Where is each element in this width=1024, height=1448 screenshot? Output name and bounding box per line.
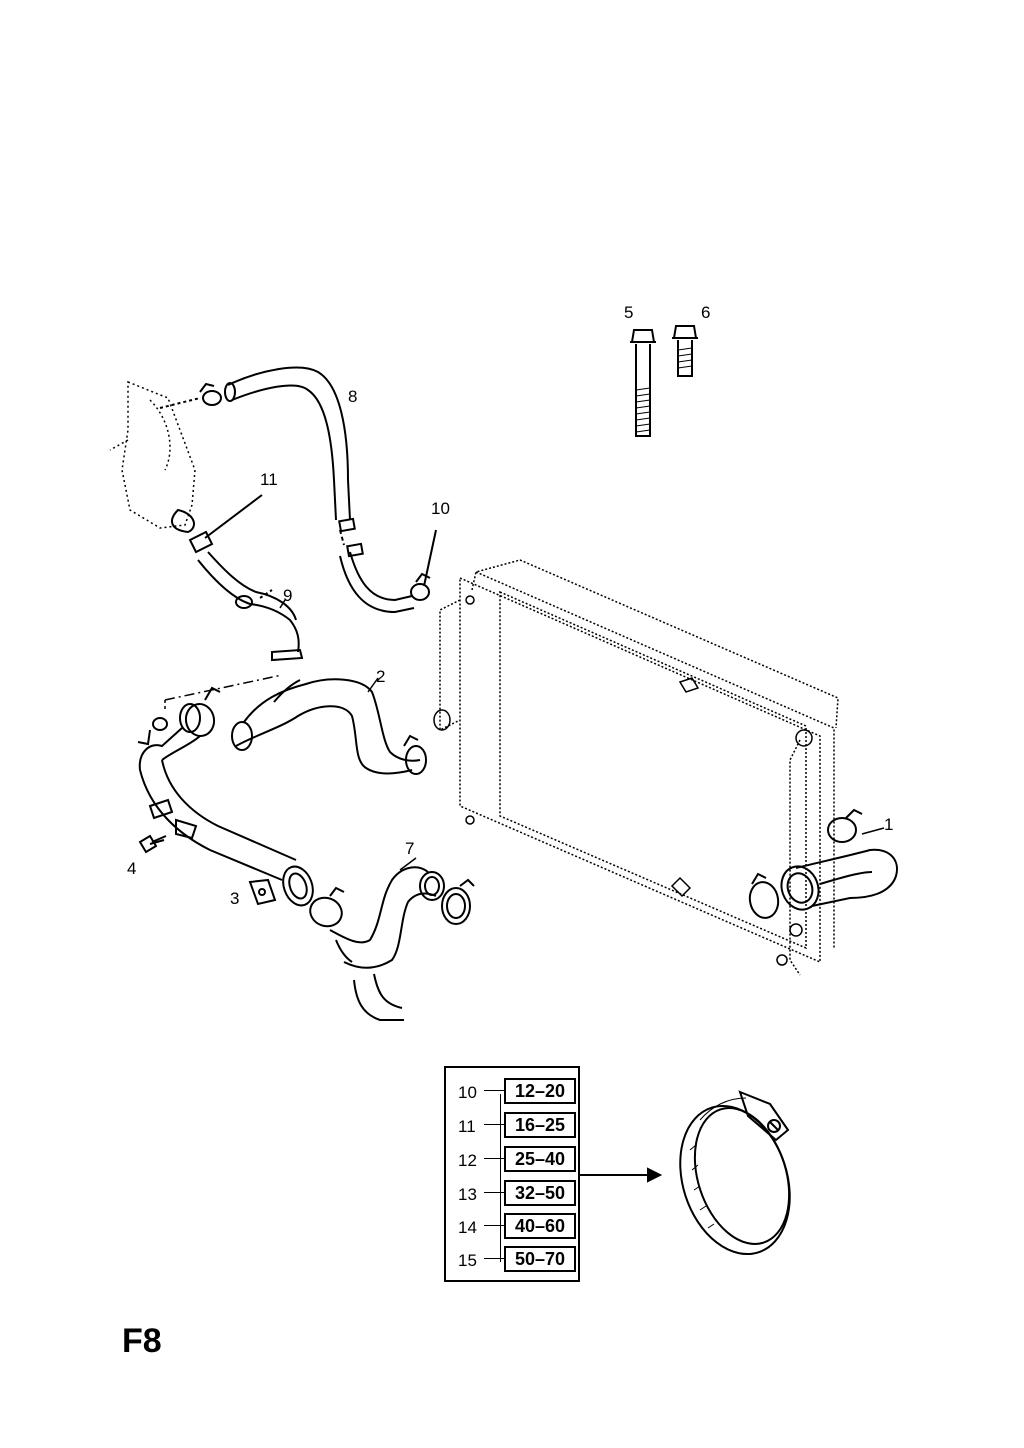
callout-6: 6 xyxy=(701,303,711,322)
size-row: 13 32–50 xyxy=(446,1180,580,1206)
size-range: 40–60 xyxy=(504,1213,576,1239)
size-range: 50–70 xyxy=(504,1246,576,1272)
callout-10: 10 xyxy=(431,499,450,518)
callout-5: 5 xyxy=(624,303,634,322)
size-ref: 14 xyxy=(458,1218,477,1237)
hose-2 xyxy=(231,678,421,775)
page-code: F8 xyxy=(122,1322,162,1360)
callout-11: 11 xyxy=(260,470,278,489)
leader-lines xyxy=(279,599,885,871)
callout-4: 4 xyxy=(127,859,137,878)
leader-dashed xyxy=(164,674,283,701)
clamp-1-bottom xyxy=(748,872,780,919)
arrow-to-clamp xyxy=(580,1167,663,1183)
callout-8: 8 xyxy=(348,387,358,406)
size-tick xyxy=(484,1158,504,1159)
hose-clamp-illustration xyxy=(679,1090,791,1256)
bolt-6 xyxy=(672,325,698,377)
size-row: 15 50–70 xyxy=(446,1246,580,1272)
size-tick xyxy=(484,1090,504,1091)
bolt-5 xyxy=(630,329,656,437)
size-row: 12 25–40 xyxy=(446,1146,580,1172)
size-ref: 12 xyxy=(458,1151,477,1170)
size-ref: 15 xyxy=(458,1251,477,1270)
hose-7 xyxy=(329,866,445,1021)
radiator xyxy=(433,559,839,976)
size-tick xyxy=(484,1258,504,1259)
clamp-1-top xyxy=(827,808,863,843)
table-connector xyxy=(500,1094,501,1262)
size-ref: 10 xyxy=(458,1083,477,1102)
engine-block xyxy=(109,380,196,529)
callout-2: 2 xyxy=(376,667,386,686)
size-ref: 11 xyxy=(458,1117,476,1136)
bolt-4 xyxy=(138,834,167,854)
clamp-7-right xyxy=(441,878,475,925)
clamp-7-left xyxy=(309,886,345,928)
hose-8 xyxy=(224,366,415,614)
callout-1: 1 xyxy=(884,815,894,834)
callout-3: 3 xyxy=(230,889,240,908)
pipe-3 xyxy=(137,717,314,907)
clamp-top-8 xyxy=(159,382,222,409)
size-row: 11 16–25 xyxy=(446,1112,580,1138)
hose-9 xyxy=(197,551,304,662)
size-range: 25–40 xyxy=(504,1146,576,1172)
size-ref: 13 xyxy=(458,1185,477,1204)
clamp-10 xyxy=(410,529,437,601)
clamp-2-right xyxy=(403,734,427,775)
size-row: 10 12–20 xyxy=(446,1078,580,1104)
size-row: 14 40–60 xyxy=(446,1213,580,1239)
size-tick xyxy=(484,1225,504,1226)
size-range: 12–20 xyxy=(504,1078,576,1104)
size-range: 32–50 xyxy=(504,1180,576,1206)
size-tick xyxy=(484,1124,504,1125)
size-range: 16–25 xyxy=(504,1112,576,1138)
hose-1 xyxy=(780,848,898,911)
nipple-11 xyxy=(171,494,263,554)
clamp-2-left xyxy=(179,686,221,737)
clamp-size-table: 10 12–20 11 16–25 12 25–40 13 32–50 14 4… xyxy=(444,1066,580,1282)
callout-7: 7 xyxy=(405,839,415,858)
callout-9: 9 xyxy=(283,586,293,605)
size-tick xyxy=(484,1192,504,1193)
